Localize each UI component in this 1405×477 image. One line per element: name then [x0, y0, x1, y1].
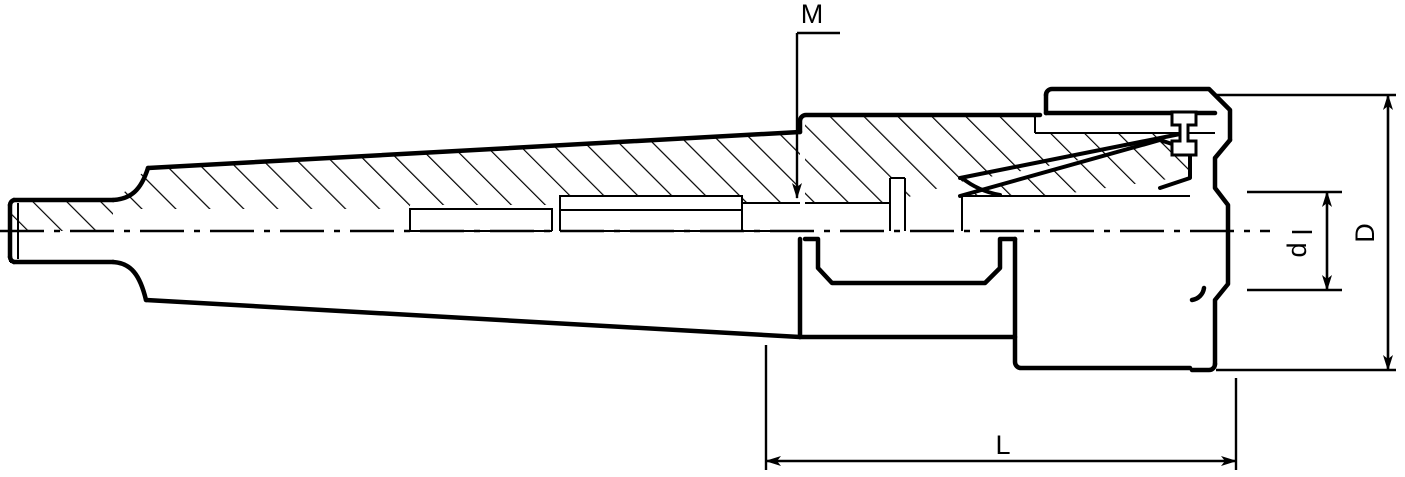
collet-detail [958, 131, 1192, 198]
clamping-nut-outline [1043, 86, 1233, 373]
dimension-label-M: M [801, 0, 824, 29]
dimension-label-D: D [1350, 223, 1380, 243]
dimension-length-L: L [764, 345, 1238, 470]
retaining-ring-groove [1170, 110, 1198, 157]
dimension-thread-M: M [792, 0, 840, 199]
dimension-label-d: d [1282, 242, 1312, 257]
dimension-outer-diameter-D: D [1216, 93, 1396, 372]
dimension-inner-diameter-d: d [1247, 190, 1342, 292]
flange-body-outline [797, 112, 1193, 371]
shank-outline [7, 129, 803, 340]
hatching-tang [10, 200, 113, 231]
dimension-label-L: L [995, 430, 1010, 460]
